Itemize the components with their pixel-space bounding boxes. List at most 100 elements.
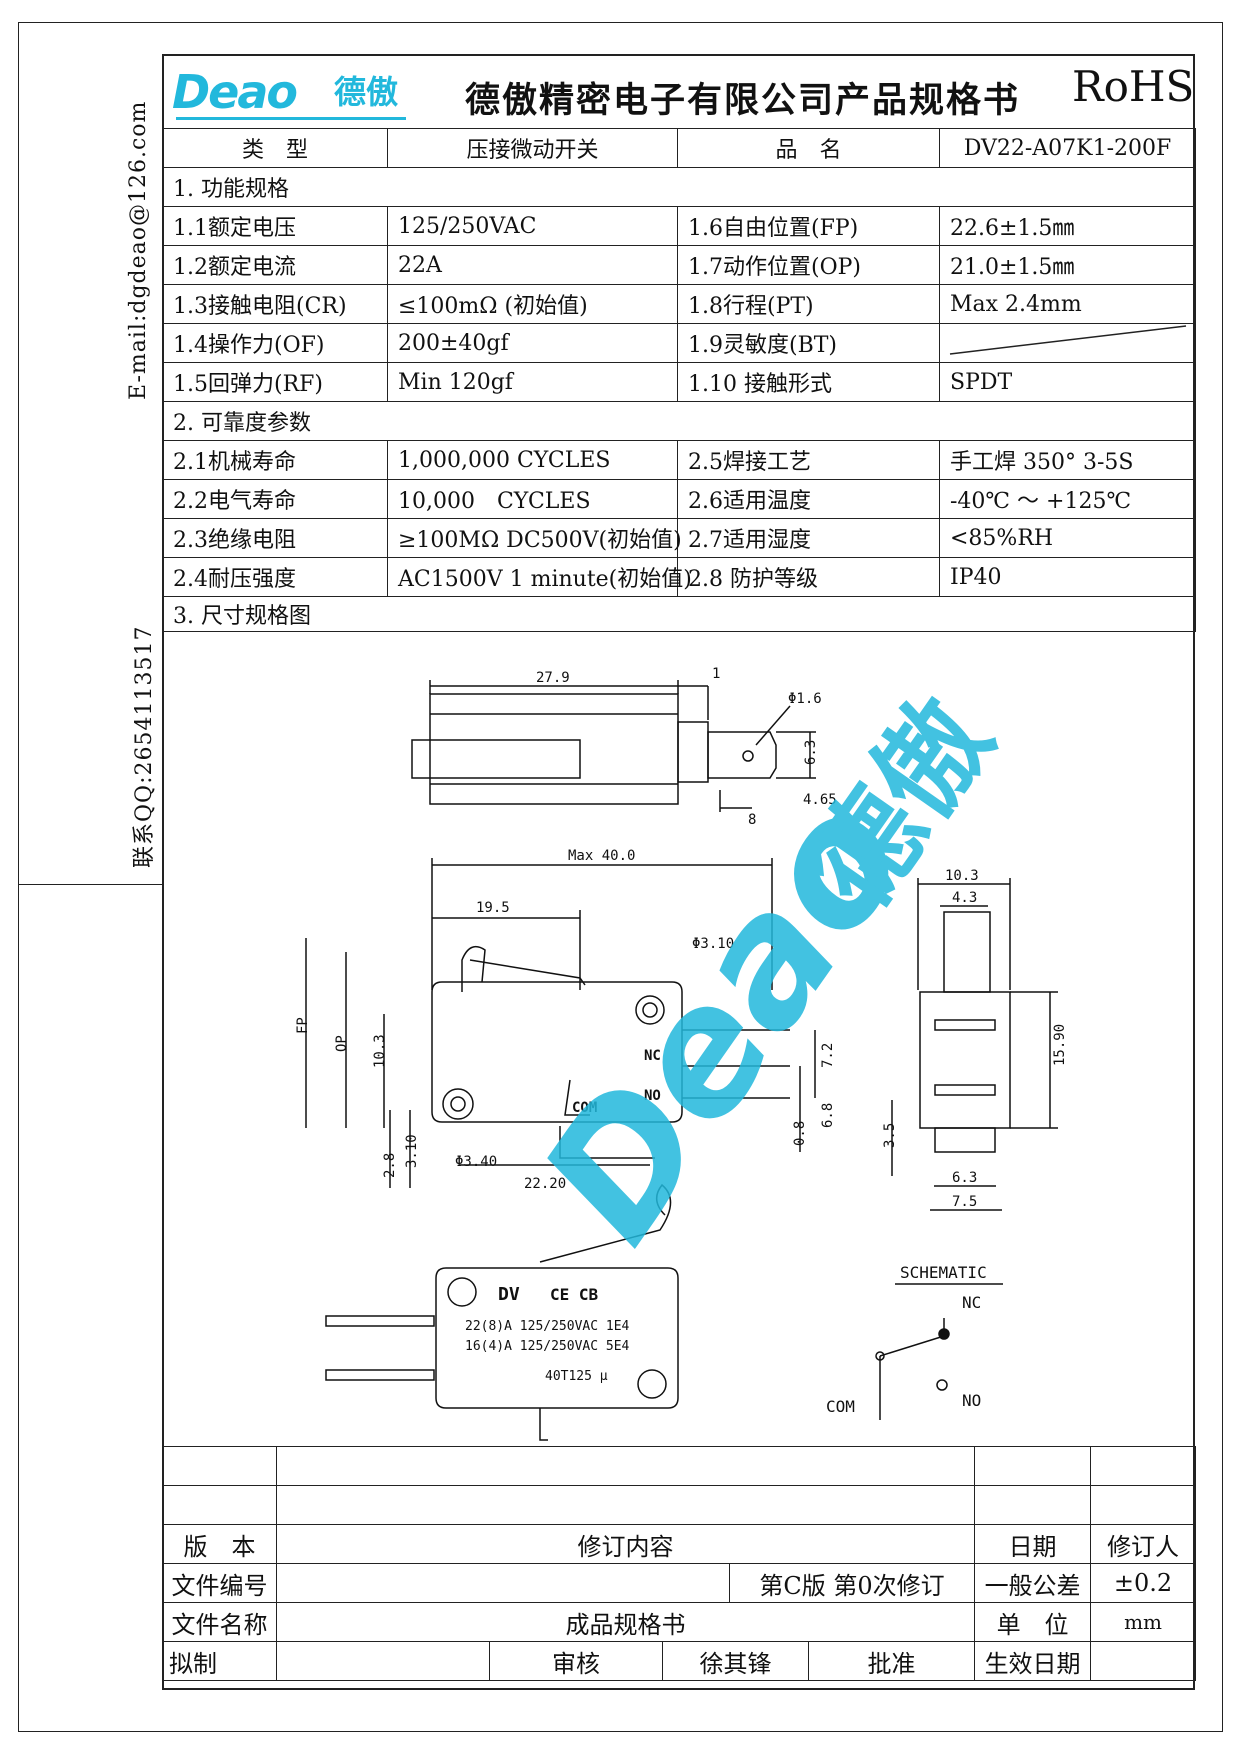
dim-side-3-5: 3.5 <box>882 1123 898 1148</box>
reliability-cell-v2: IP40 <box>939 557 1196 597</box>
file-name-label: 文件名称 <box>162 1602 277 1642</box>
functional-cell-v1: Min 120gf <box>387 362 678 402</box>
reliability-cell-l1: 2.3绝缘电阻 <box>162 518 388 558</box>
dim-side-6-3: 6.3 <box>952 1170 977 1186</box>
label-line2: 16(4)A 125/250VAC 5E4 <box>465 1339 630 1354</box>
logo-underline <box>176 117 406 120</box>
functional-cell-l2: 1.6自由位置(FP) <box>677 206 940 246</box>
dim-top-1: 1 <box>712 666 720 682</box>
logo-text: Deao <box>172 65 298 119</box>
file-name-value: 成品规格书 <box>275 1602 976 1642</box>
reliability-cell-v2: 手工焊 350° 3-5S <box>939 440 1196 480</box>
reliability-cell-v1: 1,000,000 CYCLES <box>387 440 678 480</box>
reliability-cell-v2: -40℃ ～ +125℃ <box>939 479 1196 519</box>
outer-frame <box>18 22 1223 1732</box>
dim-top-phi16: Φ1.6 <box>788 691 822 707</box>
dim-top-8: 8 <box>748 812 756 828</box>
dim-side-10-3: 10.3 <box>945 868 979 884</box>
side-email: E-mail:dgdeao@126.com <box>126 100 151 400</box>
reviewer-name: 徐其锋 <box>662 1641 809 1681</box>
tolerance-value: ±0.2 <box>1090 1563 1197 1603</box>
file-no-label: 文件编号 <box>162 1563 277 1603</box>
dimension-drawing: 27.9 1 Φ1.6 6.3 4.65 8 Max 40.0 19.5 Φ3.… <box>295 666 1068 1441</box>
unit-label: 单 位 <box>974 1602 1092 1642</box>
top-view-body <box>429 693 679 805</box>
dim-fp: FP <box>295 1017 311 1034</box>
version-label: 版 本 <box>162 1524 277 1564</box>
reliability-cell-l1: 2.2电气寿命 <box>162 479 388 519</box>
label-no: NO <box>644 1088 661 1104</box>
reliability-cell-l1: 2.1机械寿命 <box>162 440 388 480</box>
dim-22-20: 22.20 <box>524 1176 566 1192</box>
dim-0-8: 0.8 <box>792 1121 808 1146</box>
functional-cell-l2: 1.8行程(PT) <box>677 284 940 324</box>
functional-cell-v2: SPDT <box>939 362 1196 402</box>
label-com: COM <box>572 1100 597 1116</box>
reliability-cell-l2: 2.5焊接工艺 <box>677 440 940 480</box>
functional-cell-l1: 1.4操作力(OF) <box>162 323 388 363</box>
dim-max40: Max 40.0 <box>568 848 635 864</box>
company-logo: Deao 德傲 <box>172 63 406 123</box>
reliability-cell-l1: 2.4耐压强度 <box>162 557 388 597</box>
inner-frame <box>162 54 1195 1690</box>
dim-top-4-65: 4.65 <box>803 792 837 808</box>
side-qq: 联系QQ:2654113517 <box>132 625 157 868</box>
dim-top-6-3: 6.3 <box>803 740 819 765</box>
content-label: 修订内容 <box>275 1524 976 1564</box>
dim-19-5: 19.5 <box>476 900 510 916</box>
dim-op: OP <box>334 1035 350 1052</box>
reliability-cell-v2: <85%RH <box>939 518 1196 558</box>
tolerance-label: 一般公差 <box>974 1563 1092 1603</box>
side-view-body <box>919 991 1011 1129</box>
dim-10-3: 10.3 <box>372 1034 388 1068</box>
label-dv: DV <box>498 1284 520 1305</box>
logo-cn: 德傲 <box>334 73 399 111</box>
schematic-no: NO <box>962 1391 981 1410</box>
dim-phi310: Φ3.10 <box>692 936 734 952</box>
switch-label-body <box>435 1267 679 1409</box>
dim-2-8: 2.8 <box>382 1153 398 1178</box>
rohs-mark: RoHS <box>1072 62 1195 111</box>
top-view-terminal <box>707 731 777 779</box>
dim-side-4-3: 4.3 <box>952 890 977 906</box>
functional-cell-v2: 21.0±1.5㎜ <box>939 245 1196 285</box>
functional-cell-l1: 1.3接触电阻(CR) <box>162 284 388 324</box>
side-divider <box>18 884 162 885</box>
functional-cell-l1: 1.2额定电流 <box>162 245 388 285</box>
date-label: 日期 <box>974 1524 1092 1564</box>
functional-cell-v1: 200±40gf <box>387 323 678 363</box>
label-line3: 40T125 μ <box>545 1369 608 1384</box>
dim-3-10: 3.10 <box>404 1134 420 1168</box>
dim-side-15-90: 15.90 <box>1052 1024 1068 1066</box>
draft-label: 拟制 <box>162 1641 277 1681</box>
dim-top-27-9: 27.9 <box>536 670 570 686</box>
functional-cell-v1: ≤100mΩ (初始值) <box>387 284 678 324</box>
dim-side-7-5: 7.5 <box>952 1194 977 1210</box>
reviser-label: 修订人 <box>1090 1524 1197 1564</box>
empty-cell-slash <box>949 325 1187 355</box>
functional-cell-l2: 1.9灵敏度(BT) <box>677 323 940 363</box>
dim-6-8: 6.8 <box>820 1103 836 1128</box>
reliability-row: 2.3绝缘电阻≥100MΩ DC500V(初始值)2.7适用湿度<85%RH <box>162 518 1196 558</box>
spec-table: 类 型 压接微动开关 品 名 DV22-A07K1-200F 1. 功能规格 1… <box>162 128 1196 632</box>
name-value: DV22-A07K1-200F <box>939 128 1196 168</box>
label-nc: NC <box>644 1048 661 1064</box>
side-view-plunger <box>943 911 991 993</box>
reliability-cell-l2: 2.8 防护等级 <box>677 557 940 597</box>
section-drawing: 3. 尺寸规格图 <box>162 596 1196 632</box>
schematic-title: SCHEMATIC <box>900 1263 987 1282</box>
schematic-com: COM <box>826 1397 855 1416</box>
functional-cell-v2: 22.6±1.5㎜ <box>939 206 1196 246</box>
functional-row: 1.3接触电阻(CR)≤100mΩ (初始值)1.8行程(PT)Max 2.4m… <box>162 284 1196 324</box>
top-view-actuator <box>411 739 581 779</box>
dim-phi340: Φ3.40 <box>455 1154 497 1170</box>
functional-cell-l1: 1.1额定电压 <box>162 206 388 246</box>
schematic-nc: NC <box>962 1293 981 1312</box>
